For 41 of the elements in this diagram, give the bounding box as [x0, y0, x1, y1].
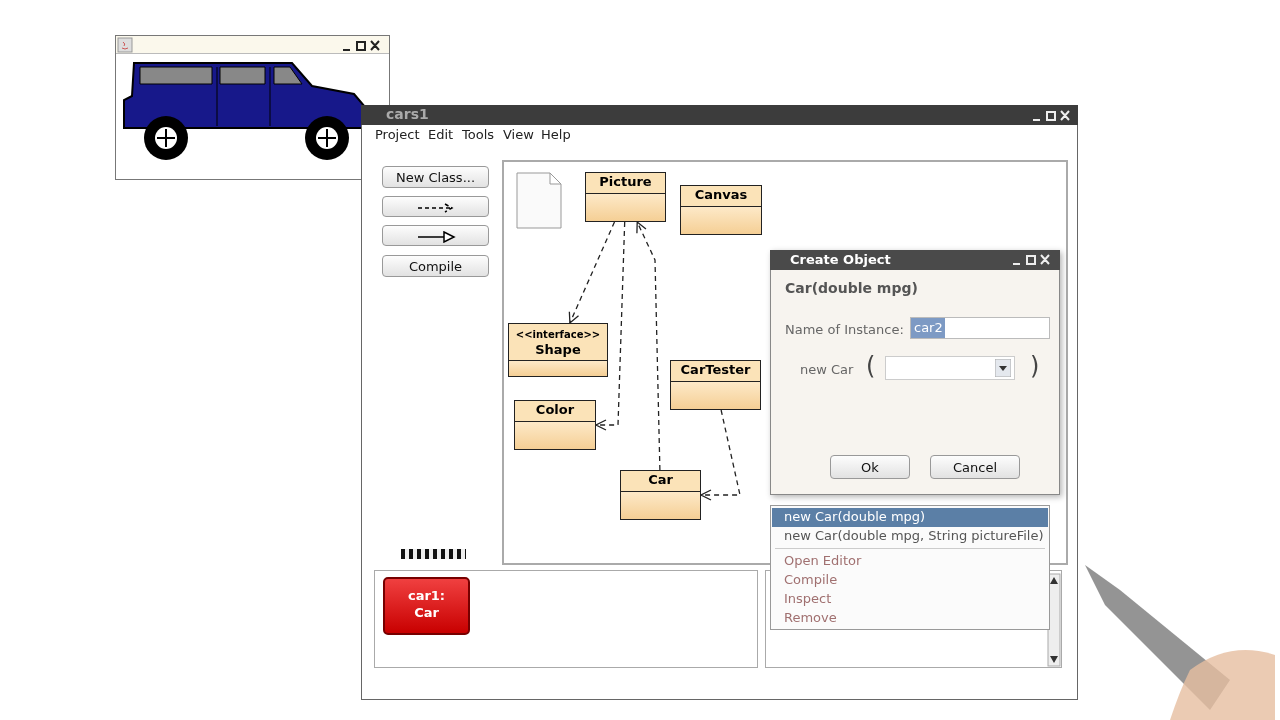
class-name: Canvas — [693, 186, 749, 203]
stereotype-label: <<interface>> — [514, 329, 602, 341]
dependency-arrow — [568, 221, 616, 324]
menu-item: new Car(double mpg) — [772, 508, 1048, 527]
menu-item: Open Editor — [783, 552, 863, 570]
constructor-signature: Car(double mpg) — [785, 280, 918, 296]
class-box — [620, 470, 701, 520]
dependency-arrow — [595, 221, 626, 431]
menu-item: Project — [375, 127, 420, 142]
menu-item: Remove — [783, 609, 838, 627]
parenthesis: ) — [1030, 352, 1040, 380]
class-box — [514, 400, 596, 450]
field-label: new Car — [800, 362, 854, 377]
menu-item: new Car(double mpg, String pictureFile) — [783, 527, 1045, 545]
field-label: Name of Instance: — [785, 322, 904, 337]
parenthesis: ( — [866, 352, 876, 380]
cancel-button: Cancel — [930, 455, 1020, 479]
menu-item: Edit — [428, 127, 454, 142]
class-name: Picture — [598, 173, 653, 190]
menu-item: Compile — [783, 571, 839, 589]
menu-item: Tools — [462, 127, 495, 142]
class-box — [585, 172, 666, 222]
window-title: cars1 — [386, 106, 429, 122]
class-name: Car — [647, 471, 674, 488]
class-box — [680, 185, 762, 235]
class-box — [670, 360, 761, 410]
new-class-button: New Class... — [382, 166, 489, 188]
dependency-arrow — [636, 221, 661, 471]
ok-button: Ok — [830, 455, 910, 479]
object-button: car1: Car — [383, 577, 470, 635]
menu-item: Inspect — [783, 590, 833, 608]
dependency-arrow — [700, 409, 741, 501]
class-name: Shape — [534, 341, 582, 358]
menu-item: View — [503, 127, 534, 142]
input-field: car2 — [910, 317, 1050, 339]
compile-button: Compile — [382, 255, 489, 277]
class-name: Color — [534, 401, 576, 418]
dialog-title: Create Object — [790, 252, 891, 267]
menu-item: Help — [541, 127, 571, 142]
class-name: CarTester — [679, 361, 752, 378]
class-box — [508, 323, 608, 377]
